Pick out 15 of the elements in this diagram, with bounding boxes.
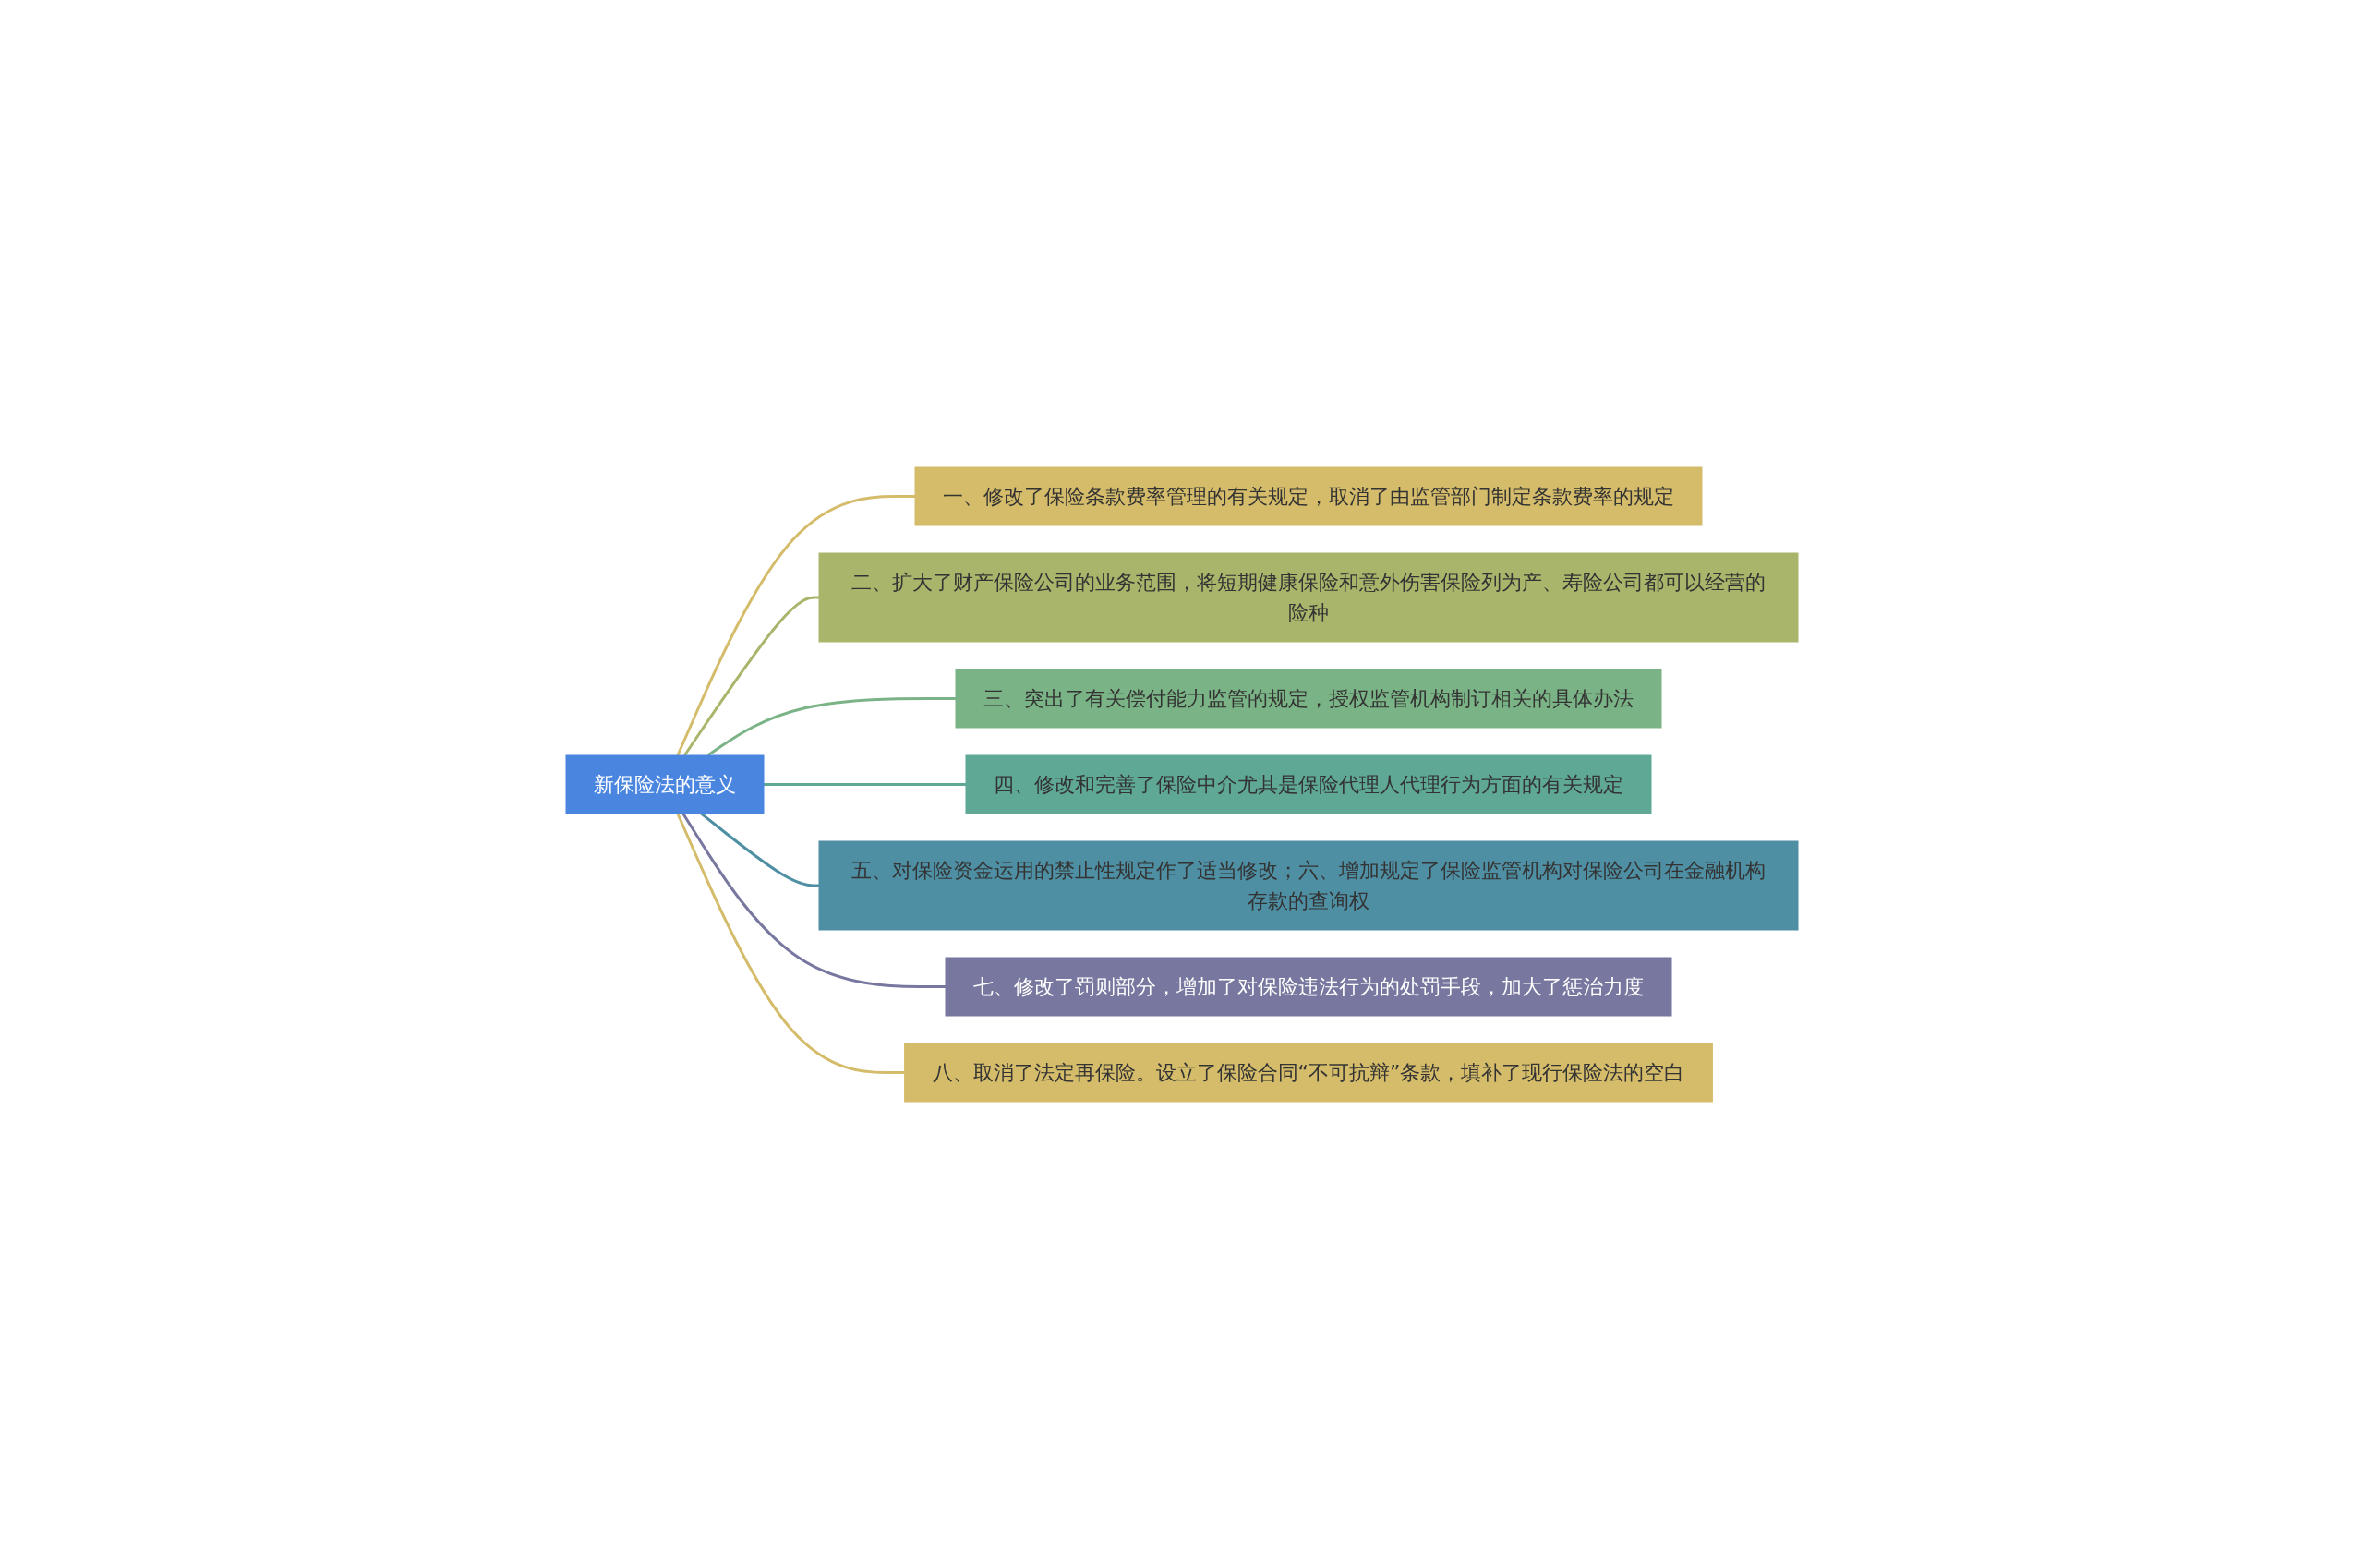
- node-box: 七、修改了罚则部分，增加了对保险违法行为的处罚手段，加大了惩治力度: [945, 957, 1672, 1016]
- node-box: 一、修改了保险条款费率管理的有关规定，取消了由监管部门制定条款费率的规定: [914, 466, 1703, 525]
- node-box: 八、取消了法定再保险。设立了保险合同“不可抗辩”条款，填补了现行保险法的空白: [904, 1043, 1713, 1102]
- node-box: 四、修改和完善了保险中介尤其是保险代理人代理行为方面的有关规定: [965, 754, 1652, 814]
- connector: [676, 812, 905, 1074]
- connector: [706, 696, 956, 756]
- connector: [700, 812, 819, 887]
- connector: [681, 812, 946, 988]
- node-box: 二、扩大了财产保险公司的业务范围，将短期健康保险和意外伤害保险列为产、寿险公司都可以经营的险种: [818, 552, 1799, 642]
- connector: [676, 494, 915, 756]
- connector: [764, 782, 966, 786]
- node-box: 三、突出了有关偿付能力监管的规定，授权监管机构制订相关的具体办法: [955, 669, 1662, 728]
- connector: [683, 596, 819, 756]
- node-box: 五、对保险资金运用的禁止性规定作了适当修改；六、增加规定了保险监管机构对保险公司在金融机构存款的查询权: [818, 840, 1799, 930]
- node-box: 新保险法的意义: [565, 754, 765, 814]
